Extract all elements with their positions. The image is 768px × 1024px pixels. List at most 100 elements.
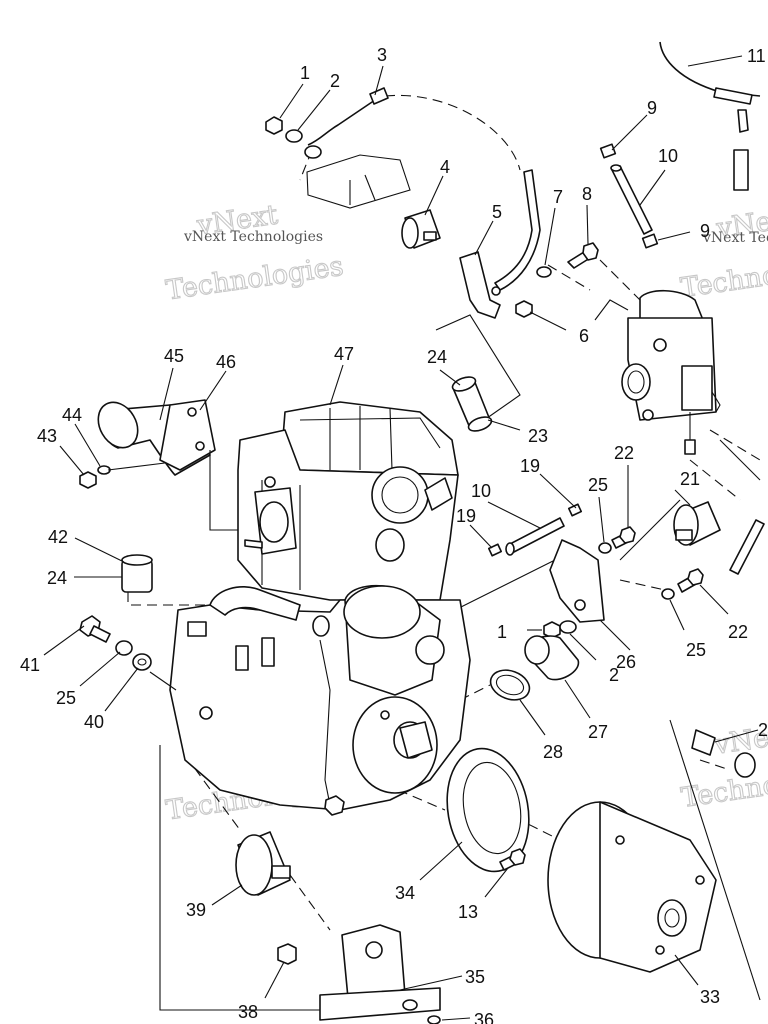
callout-22-right: 22 [728,622,748,642]
callout-42: 42 [48,527,68,547]
housing-bolt-2 [695,875,705,885]
intake-stud-top [264,476,276,488]
callout-23: 23 [528,426,548,446]
dash-right-1 [709,429,761,461]
fuel-line-part-11 [659,41,761,191]
callout-19-upper: 19 [520,456,540,476]
leader-46 [199,370,227,411]
leader-35 [399,975,463,991]
head-outlet [424,477,453,511]
callout-47: 47 [334,344,354,364]
right-edge-rod [729,519,765,575]
gasket-hole-2 [195,441,205,451]
leader-1 [279,83,304,119]
leader-lines [43,55,759,1021]
leader-25a [79,651,121,687]
engine-block-assembly [169,401,471,816]
nut-part-6 [515,300,533,318]
carb-screw [653,338,667,352]
outline-right [719,439,761,481]
gasket-34-outer [446,747,530,873]
stator-bolt [380,710,390,720]
carb-bowl [681,365,713,411]
washer-40-hole [137,658,147,666]
leader-45 [159,367,174,421]
leader-19a [539,473,577,509]
leader-10b [487,501,541,529]
dash-right-2 [689,459,741,501]
housing-bolt-1 [615,835,625,845]
leader-42 [74,537,125,563]
tube-part-10-lower [487,503,583,557]
washer-part-2-center [559,620,577,634]
cap-part-24-upper [451,376,493,432]
dash-3 [599,259,641,301]
clamp-part-9-lower [641,233,659,249]
bolt-22r-head [687,568,704,586]
hose-clamp [312,615,330,637]
watermark-line2: Technologies [164,251,345,307]
watermark-small-right: vNext Technologies [702,230,768,246]
callout-1-center: 1 [497,622,507,642]
dash-33 [499,809,561,841]
leader-41 [43,625,85,656]
fuel-line-hose [659,41,761,97]
fuel-line-tee [737,109,749,133]
crankcase-hose [209,586,301,621]
leader-9b [657,231,691,241]
bolt-22-head [619,526,636,544]
leader-19b [469,524,493,549]
leader-7 [544,207,556,266]
dash-cable-arc [384,94,521,171]
bolt-part-13 [499,848,526,871]
callout-36: 36 [474,1010,494,1024]
bolt-lower-right [691,729,756,778]
callout-26: 26 [616,652,636,672]
rubber-mount-part-4 [401,209,441,249]
cable-sleeve [369,87,389,105]
gasket-part-46 [159,399,216,471]
callout-24-left: 24 [47,568,67,588]
rubber-mount-part-21 [673,501,721,546]
bolt-part-22-center [611,526,636,549]
leader-40-engine [149,671,177,691]
dash-39-35 [289,874,331,931]
callout-46: 46 [216,352,236,372]
callout-9-right: 9 [700,221,710,241]
solenoid-27-face [524,635,550,665]
callout-40: 40 [84,712,104,732]
cap-part-24-left [121,554,153,593]
clamp-part-9-upper [599,143,617,159]
clutch-housing-part-33 [547,801,717,973]
callout-11: 11 [747,46,766,66]
leader-28 [519,699,546,736]
leader-26 [599,619,631,651]
callout-2: 2 [330,71,340,91]
callout-45: 45 [164,346,184,366]
callout-25-left: 25 [56,688,76,708]
outline-23-24 [435,314,521,431]
nut-part-1 [265,116,283,135]
fill-cap [187,621,207,637]
valve-cover-ridge [299,417,441,449]
callout-44: 44 [62,405,82,425]
solenoid-part-27 [524,635,580,681]
callout-35: 35 [465,967,485,987]
tube-10-body [507,517,565,554]
tube-10-end [505,542,515,556]
leader-6 [529,311,567,331]
leader-24b [439,369,461,386]
dash-22 [619,579,666,591]
bracket-part-5 [459,251,501,319]
callout-28: 28 [543,742,563,762]
washer-part-2 [285,129,303,143]
bracket-hole [491,286,501,296]
fuel-line-fitting [713,87,753,105]
cap-24-bottom [467,416,493,432]
callout-19-lower: 19 [456,506,476,526]
bracket-35-base [319,987,441,1021]
washer-part-7 [536,266,552,278]
clamp-part-28 [489,669,531,701]
housing-33-hub-inner [664,908,680,928]
